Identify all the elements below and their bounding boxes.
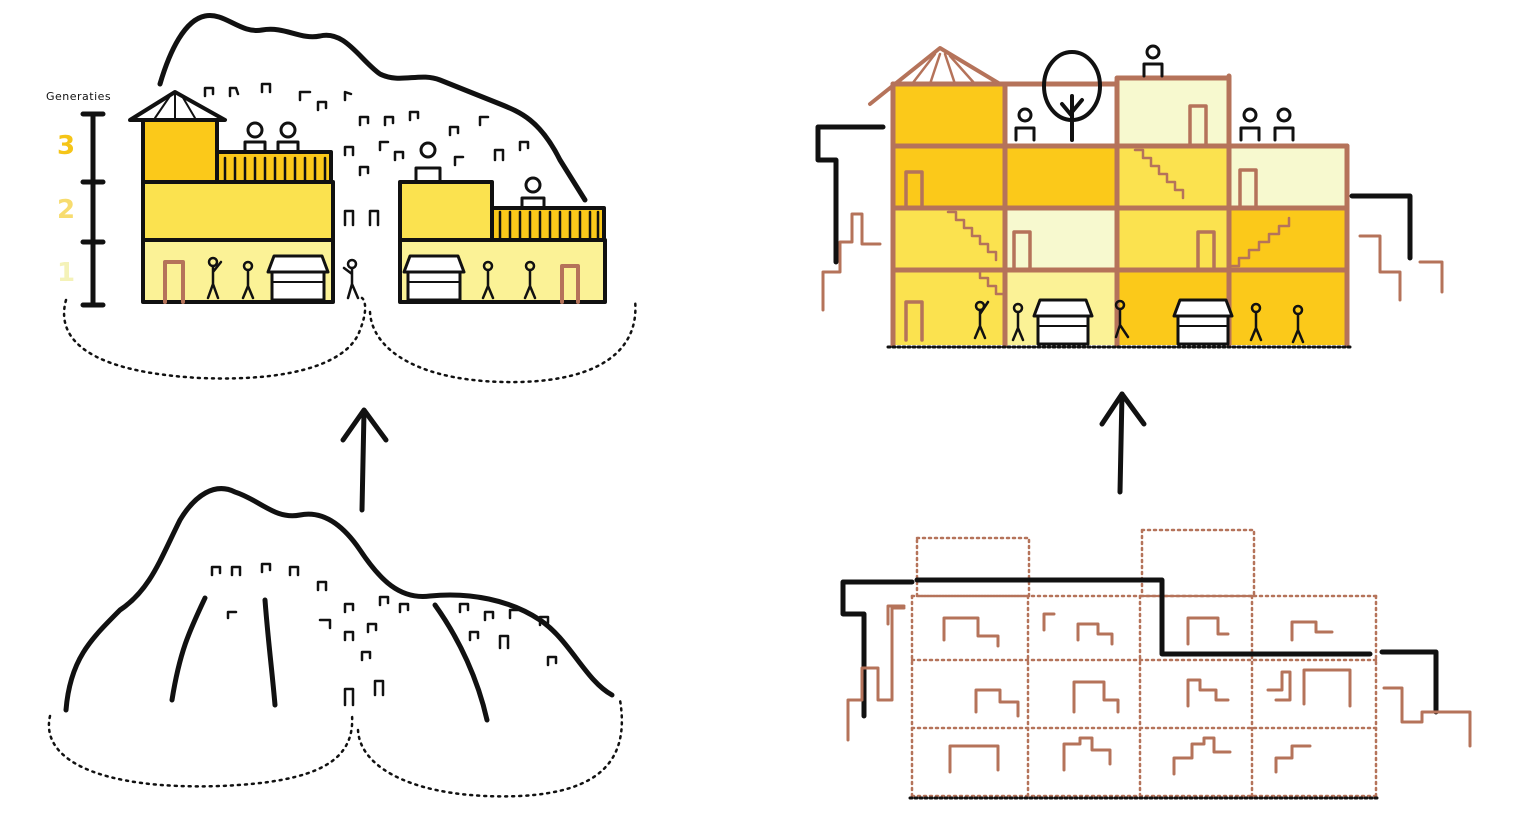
market-stall — [268, 256, 328, 300]
arrow-up-icon — [343, 410, 386, 510]
market-stall — [404, 256, 464, 300]
generations-title: Generaties — [46, 90, 111, 103]
mountain-sketch — [49, 489, 622, 797]
building-grid-dotted — [843, 530, 1470, 798]
market-stall — [1174, 300, 1232, 344]
mountain-with-buildings — [64, 16, 635, 383]
generation-level-2: 2 — [57, 195, 75, 225]
generations-scale — [83, 114, 103, 305]
generation-level-3: 3 — [57, 131, 75, 161]
building-section-colored — [818, 46, 1442, 347]
market-stall — [1034, 300, 1092, 344]
arrow-up-icon — [1102, 394, 1144, 492]
generation-level-1: 1 — [57, 258, 75, 288]
tree-icon — [1044, 52, 1100, 140]
